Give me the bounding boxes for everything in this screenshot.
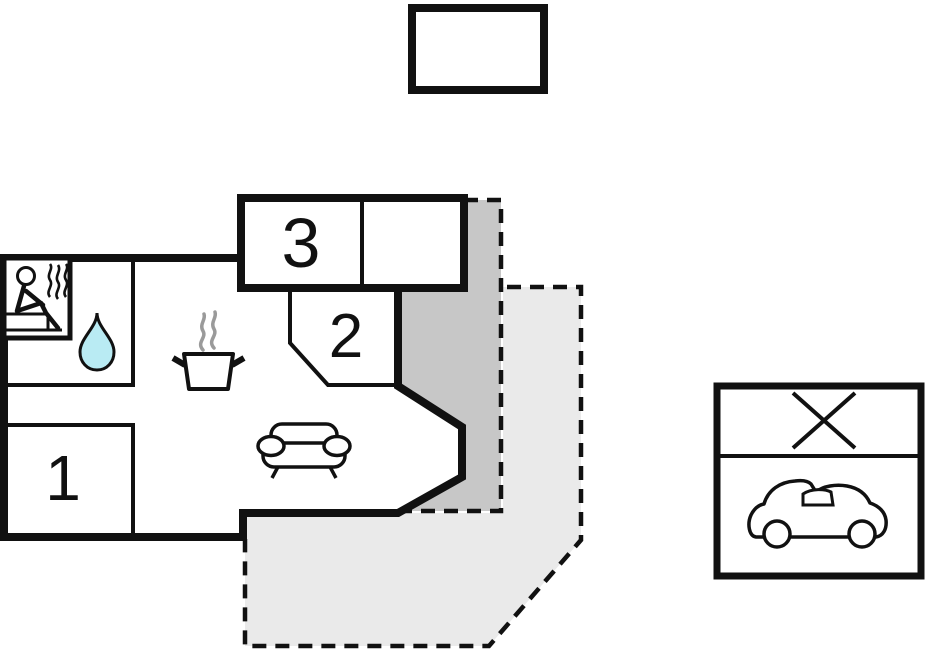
car-wheel-rear	[847, 519, 877, 549]
room-3-label: 3	[282, 204, 321, 282]
interior-wall-room2	[288, 288, 398, 387]
terrace-light-dashed-border	[242, 284, 584, 649]
pot-steam-lines	[198, 310, 218, 352]
room-2-label: 2	[329, 302, 363, 371]
sofa-arm-right	[322, 434, 352, 458]
sauna-bench	[4, 312, 62, 332]
room-3	[237, 194, 468, 292]
sofa-arm-left	[256, 434, 286, 458]
annex-box	[408, 4, 548, 94]
cross-icon	[791, 391, 857, 450]
sauna-person-body	[14, 283, 61, 331]
terrace-dark	[398, 197, 504, 514]
pot-body	[182, 352, 235, 391]
sauna-person-icon	[1, 255, 73, 341]
terrace-light-fill	[245, 287, 581, 646]
pot-handles	[171, 355, 246, 368]
car-icon	[747, 478, 888, 549]
terrace-dark-dashed-border	[400, 197, 504, 514]
cooking-pot-icon	[171, 310, 246, 391]
sauna-steam-lines	[47, 263, 69, 300]
terrace-dark-fill	[398, 200, 501, 511]
sofa-icon	[256, 422, 352, 479]
water-drop-icon	[78, 312, 116, 372]
terrace-light	[242, 284, 584, 649]
car-wheel-front	[762, 519, 792, 549]
car-window	[801, 488, 835, 507]
room-1-label: 1	[45, 442, 81, 514]
exterior-wall-left	[0, 254, 243, 541]
sauna-person-head	[16, 266, 36, 286]
carport-box	[713, 382, 925, 580]
